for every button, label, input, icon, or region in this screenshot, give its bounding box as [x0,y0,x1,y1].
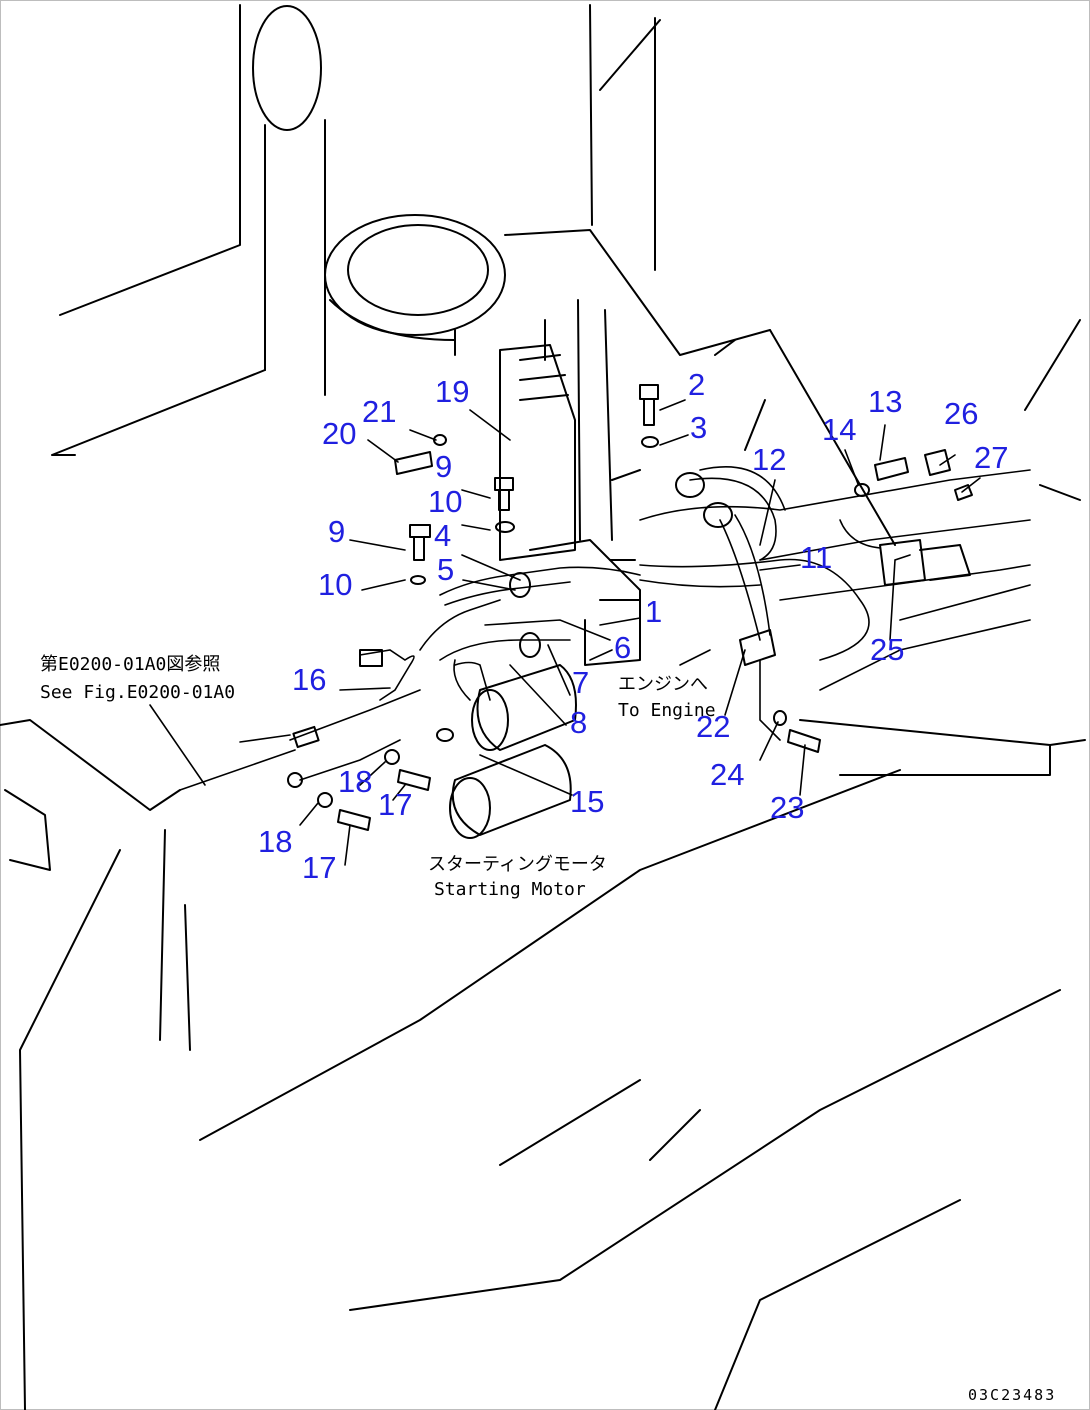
note-see-fig-en: See Fig.E0200-01A0 [40,682,235,703]
line-art [0,4,1086,1410]
note-to-engine-en: To Engine [618,700,716,721]
figure-reference-code: 03C23483 [968,1386,1056,1404]
callout-8: 8 [570,705,587,740]
callout-14: 14 [822,412,856,447]
callout-23: 23 [770,790,804,825]
callout-26: 26 [944,396,978,431]
callout-13: 13 [868,384,902,419]
callout-15: 15 [570,784,604,819]
callout-11: 11 [800,540,832,575]
callout-24: 24 [710,757,744,792]
callout-27: 27 [974,440,1008,475]
callout-2: 2 [688,367,705,402]
callout-18-lower: 18 [258,824,292,859]
callouts: 1 2 3 4 5 6 7 8 9 9 10 10 11 12 13 14 15… [258,367,1008,885]
callout-17-lower: 17 [302,850,336,885]
callout-16: 16 [292,662,326,697]
callout-5: 5 [437,552,454,587]
leader-lines [149,399,981,866]
callout-18-upper: 18 [338,764,372,799]
callout-3: 3 [690,410,707,445]
callout-20: 20 [322,416,356,451]
note-see-fig-jp: 第E0200-01A0図参照 [40,654,220,675]
callout-21: 21 [362,394,396,429]
callout-25: 25 [870,632,904,667]
callout-6: 6 [614,630,631,665]
callout-19: 19 [435,374,469,409]
callout-12: 12 [752,442,786,477]
callout-9-upper: 9 [435,449,452,484]
note-starting-motor-jp: スターティングモータ [428,854,607,875]
callout-1: 1 [645,594,662,629]
note-starting-motor-en: Starting Motor [434,879,586,900]
callout-4: 4 [434,518,451,553]
callout-22: 22 [696,709,730,744]
callout-7: 7 [572,665,589,700]
callout-10-upper: 10 [428,484,462,519]
callout-9-lower: 9 [328,514,345,549]
note-to-engine-jp: エンジンへ [618,674,708,695]
notes: 第E0200-01A0図参照 See Fig.E0200-01A0 エンジンへ … [40,654,1056,1404]
callout-10-lower: 10 [318,567,352,602]
callout-17-upper: 17 [378,787,412,822]
